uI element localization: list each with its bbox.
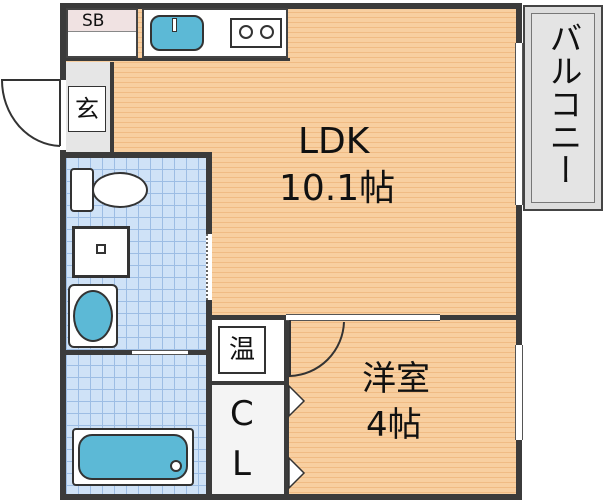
entrance-label: 玄 [75, 95, 99, 123]
entrance-door-swing-icon [0, 79, 61, 147]
stove [230, 18, 282, 48]
closet-label-c: C [230, 394, 254, 434]
sliding-door [286, 314, 440, 321]
western-room-floor [288, 318, 518, 498]
wall-entrance-right [110, 62, 114, 156]
closet-door-icon [288, 384, 306, 490]
toilet-bowl [92, 172, 148, 208]
wall-western-top [206, 315, 286, 320]
wall-toilet-right [206, 152, 212, 234]
washer-drain-icon [96, 244, 106, 254]
wall-bath-top [60, 350, 132, 355]
wall-right-mid [516, 205, 522, 345]
ldk-name: LDK [298, 121, 370, 162]
wall-closet-right [284, 315, 289, 500]
kitchen-counter [142, 8, 288, 58]
window-ldk [515, 43, 523, 205]
water-heater-label: 温 [228, 335, 255, 365]
shoebox-top [68, 10, 136, 32]
washing-machine-pan [72, 226, 130, 278]
entrance-label-box: 玄 [68, 86, 106, 132]
wall-right-lower [516, 440, 522, 500]
wall-closet-top [206, 381, 288, 385]
faucet-icon [172, 18, 177, 32]
wall-kitchen-bottom [66, 58, 290, 61]
wash-basin-bowl [73, 290, 113, 342]
balcony: バルコニー [523, 5, 603, 211]
window-western [515, 345, 523, 440]
wall-top [60, 3, 522, 9]
wall-toilet-right-low [206, 300, 212, 500]
water-heater-label-box: 温 [218, 326, 266, 374]
closet-label-l: L [232, 444, 251, 484]
burner-right-icon [260, 25, 274, 39]
wall-western-top-right [440, 315, 522, 320]
toilet-door [206, 234, 212, 300]
wall-right-upper [516, 3, 522, 43]
toilet-tank [70, 168, 94, 212]
bathtub-basin [78, 434, 188, 480]
shoebox: SB [66, 8, 138, 58]
wall-left-upper [60, 3, 66, 80]
wall-bath-top-right [188, 350, 212, 355]
shoebox-label: SB [82, 11, 105, 31]
western-door-swing-icon [289, 320, 345, 378]
bathtub-drain-icon [170, 460, 182, 472]
kitchen-sink [150, 15, 204, 51]
western-room-area: 4帖 [366, 405, 422, 445]
wall-left-lower [60, 150, 66, 500]
closet-floor [212, 384, 286, 498]
wall-bottom [60, 494, 522, 500]
ldk-area: 10.1帖 [279, 168, 396, 209]
balcony-label: バルコニー [544, 21, 583, 186]
burner-left-icon [239, 25, 253, 39]
balcony-inner [531, 13, 595, 203]
bath-door [132, 350, 188, 355]
western-room-name: 洋室 [362, 359, 430, 399]
wall-toilet-top [60, 152, 212, 158]
